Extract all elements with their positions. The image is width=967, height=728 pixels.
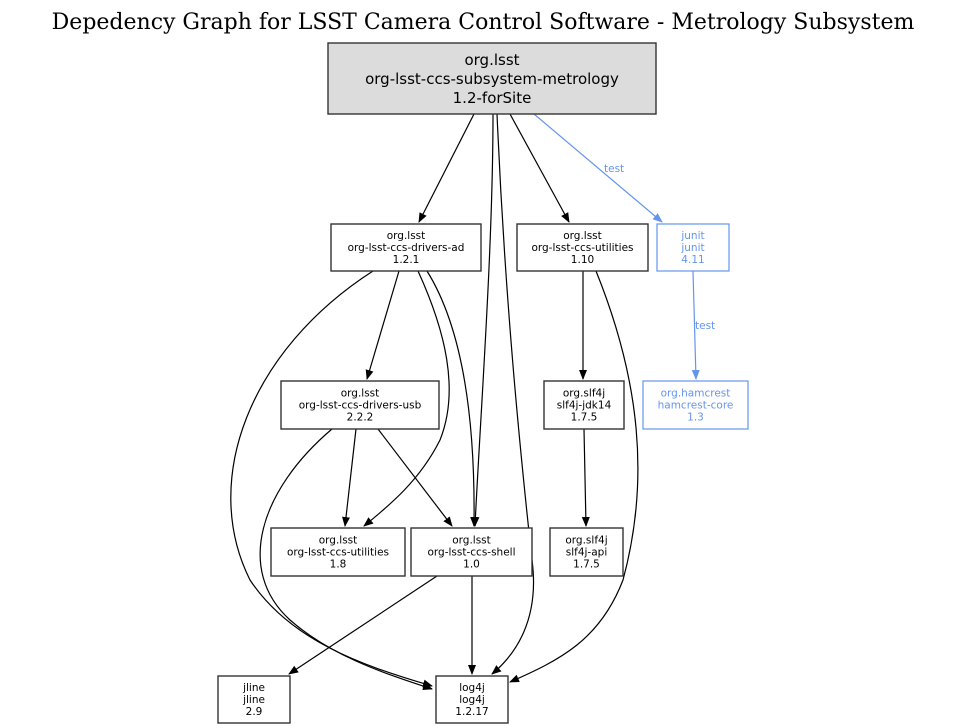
node-version: 2.2.2: [347, 412, 374, 424]
edge-line: [581, 428, 590, 527]
node-artifact: org-lsst-ccs-subsystem-metrology: [365, 70, 619, 88]
node-box: [516, 223, 649, 272]
edge-utilities-110-to-log4j: [509, 270, 639, 683]
node-version: 1.2.17: [455, 706, 488, 718]
node-group: org.lsst: [563, 230, 602, 242]
node-box: [656, 223, 730, 272]
node-group: org.lsst: [464, 51, 519, 69]
node-box: [543, 380, 625, 430]
edge-slf4j-jdk14-to-slf4j-api: [581, 428, 590, 527]
node-version: 1.2.1: [393, 254, 420, 266]
node-group: org.lsst: [387, 230, 426, 242]
edge-line: [471, 113, 494, 527]
edge-drivers-usb-to-log4j: [259, 428, 433, 691]
node-box: [327, 42, 657, 115]
node-box: [280, 380, 440, 430]
node-box: [270, 527, 406, 577]
node-version: 1.7.5: [571, 412, 598, 424]
node-version: 1.2-forSite: [453, 89, 532, 107]
node-artifact: junit: [680, 242, 704, 254]
edge-drivers-ad-to-shell: [426, 270, 479, 527]
edge-line: [418, 113, 475, 223]
node-artifact: org-lsst-ccs-utilities: [531, 242, 633, 254]
edge-drivers-usb-to-utilities-18: [342, 428, 357, 527]
edge-root-to-utilities-110: [509, 113, 570, 223]
node-version: 1.8: [330, 559, 347, 571]
node-artifact: org-lsst-ccs-shell: [428, 547, 516, 559]
node-artifact: hamcrest-core: [658, 400, 734, 412]
node-version: 1.0: [463, 559, 480, 571]
edge-label: test: [695, 320, 715, 332]
edge-line: [230, 270, 433, 688]
node-version: 4.11: [681, 254, 704, 266]
node-version: 1.10: [571, 254, 594, 266]
node-artifact: org-lsst-ccs-drivers-usb: [299, 400, 422, 412]
node-group: log4j: [459, 682, 485, 694]
edge-root-to-drivers-ad: [418, 113, 475, 223]
node-artifact: slf4j-api: [566, 547, 608, 559]
edge-line: [426, 270, 479, 527]
node-artifact: org-lsst-ccs-drivers-ad: [348, 242, 465, 254]
edge-drivers-ad-to-drivers-usb: [365, 270, 400, 380]
node-artifact: jline: [242, 694, 265, 706]
node-artifact: slf4j-jdk14: [557, 400, 612, 412]
node-version: 1.3: [687, 412, 704, 424]
node-group: org.lsst: [452, 535, 491, 547]
node-group: junit: [680, 230, 704, 242]
edge-shell-to-jline: [288, 575, 438, 675]
node-box: [330, 223, 482, 272]
node-version: 2.9: [246, 706, 263, 718]
node-box: [217, 675, 291, 724]
edge-drivers-ad-to-utilities-18: [363, 270, 450, 527]
edge-root-to-shell: [471, 113, 494, 527]
edges-layer: test test: [230, 113, 715, 691]
node-box: [435, 675, 509, 724]
node-version: 1.7.5: [573, 559, 600, 571]
nodes-layer: org.lsstorg-lsst-ccs-subsystem-metrology…: [217, 42, 749, 724]
edge-line: [533, 113, 663, 223]
node-group: org.lsst: [341, 388, 380, 400]
edge-line: [491, 113, 535, 675]
node-artifact: log4j: [459, 694, 485, 706]
edge-junit-to-hamcrest: test: [691, 270, 715, 380]
node-group: jline: [242, 682, 265, 694]
graph-title: Depedency Graph for LSST Camera Control …: [52, 10, 915, 35]
edge-label: test: [604, 163, 624, 175]
edge-root-to-log4j: [491, 113, 535, 675]
edge-drivers-ad-to-log4j: [230, 270, 433, 688]
node-group: org.slf4j: [563, 388, 605, 400]
edge-line: [259, 428, 433, 691]
node-box: [410, 527, 533, 577]
edge-line: [288, 575, 438, 675]
edge-line: [509, 113, 570, 223]
node-group: org.hamcrest: [661, 388, 731, 400]
edge-drivers-usb-to-shell: [377, 428, 453, 527]
node-group: org.slf4j: [565, 535, 607, 547]
edge-line: [365, 270, 400, 380]
edge-line: [342, 428, 357, 527]
edge-line: [377, 428, 453, 527]
node-group: org.lsst: [319, 535, 358, 547]
node-box: [549, 527, 624, 577]
node-root[interactable]: org.lsstorg-lsst-ccs-subsystem-metrology…: [327, 42, 657, 115]
node-artifact: org-lsst-ccs-utilities: [287, 547, 389, 559]
node-box: [642, 380, 749, 430]
edge-line: [691, 270, 700, 380]
edge-root-to-junit: test: [533, 113, 663, 223]
edge-line: [509, 270, 639, 683]
edge-line: [363, 270, 450, 527]
